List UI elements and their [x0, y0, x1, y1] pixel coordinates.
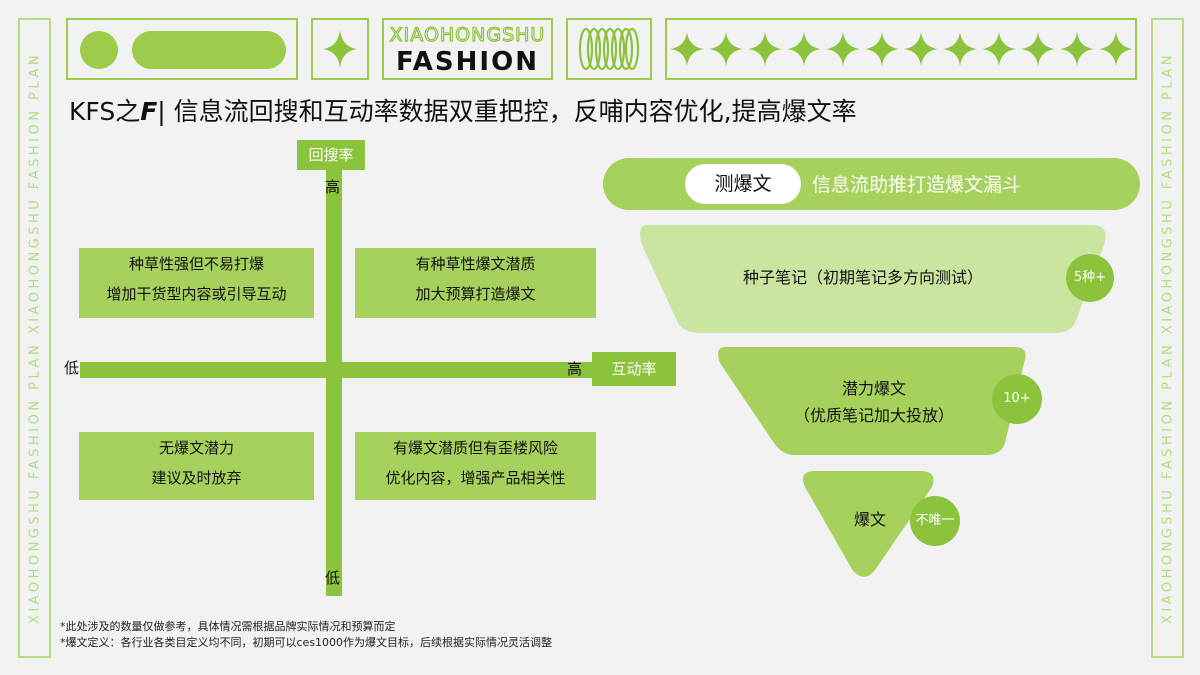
- sparkle-icon: [787, 32, 821, 66]
- funnel-level-3-shape: [802, 471, 934, 577]
- sparkle-icon: [1060, 32, 1094, 66]
- funnel-level-2-shape: [718, 347, 1026, 455]
- header-dot-decoration: [80, 31, 118, 69]
- sparkle-row-icon: [670, 32, 1133, 66]
- quadrant-bottom-right: 有爆文潜质但有歪楼风险 优化内容，增强产品相关性: [355, 432, 596, 500]
- sparkle-icon: [1099, 32, 1133, 66]
- right-banner-text: XIAOHONGSHU FASHION PLAN XIAOHONGSHU FAS…: [1160, 51, 1175, 625]
- x-axis-label: 互动率: [592, 352, 676, 386]
- quadrant-bottom-left-line2: 建议及时放弃: [151, 469, 242, 487]
- x-axis-high: 高: [567, 360, 583, 378]
- sparkle-icon: [943, 32, 977, 66]
- brand-line1: XIAOHONGSHU: [389, 23, 546, 46]
- left-banner-text: XIAOHONGSHU FASHION PLAN XIAOHONGSHU FAS…: [27, 51, 42, 625]
- y-axis-low: 低: [325, 569, 341, 587]
- sparkle-icon: [865, 32, 899, 66]
- funnel-level-3-label: 爆文: [835, 506, 905, 533]
- sparkle-icon: [709, 32, 743, 66]
- brand-line2: FASHION: [396, 47, 539, 77]
- sparkle-icon: [826, 32, 860, 66]
- right-side-banner: XIAOHONGSHU FASHION PLAN XIAOHONGSHU FAS…: [1151, 18, 1184, 658]
- y-axis-label: 回搜率: [297, 140, 365, 170]
- quadrant-bottom-right-line1: 有爆文潜质但有歪楼风险: [392, 439, 558, 457]
- header-pill-decoration: [132, 31, 286, 69]
- funnel-shapes: [640, 225, 1106, 577]
- funnel-header: 测爆文 信息流助推打造爆文漏斗: [603, 158, 1140, 210]
- funnel-level-2-line2: （优质笔记加大投放）: [793, 406, 954, 425]
- quadrant-top-left-line1: 种草性强但不易打爆: [128, 255, 264, 273]
- footnote-2: *爆文定义：各行业各类目定义均不同，初期可以ces1000作为爆文目标，后续根据…: [60, 636, 553, 649]
- page-title: KFS之F| 信息流回搜和互动率数据双重把控，反哺内容优化,提高爆文率: [69, 92, 857, 128]
- funnel-level-3-badge: 不唯一: [910, 496, 960, 546]
- rings-icon: [578, 27, 640, 71]
- sparkle-icon: [748, 32, 782, 66]
- title-rest: | 信息流回搜和互动率数据双重把控，反哺内容优化,提高爆文率: [157, 97, 857, 126]
- funnel-header-pill: 测爆文: [685, 164, 801, 204]
- funnel-level-2-label: 潜力爆文 （优质笔记加大投放）: [774, 375, 974, 429]
- header-sparkles-box: [665, 18, 1137, 80]
- left-side-banner: XIAOHONGSHU FASHION PLAN XIAOHONGSHU FAS…: [18, 18, 51, 658]
- funnel-level-1-shape: [640, 225, 1106, 333]
- sparkle-icon: [1021, 32, 1055, 66]
- header-rings-box: [566, 18, 652, 80]
- funnel-level-1-label: 种子笔记（初期笔记多方向测试）: [680, 264, 1046, 291]
- sparkle-icon: [323, 30, 357, 68]
- x-axis-low: 低: [64, 359, 80, 377]
- footnote-1: *此处涉及的数量仅做参考，具体情况需根据品牌实际情况和预算而定: [60, 620, 396, 633]
- brand-box: XIAOHONGSHU FASHION: [382, 18, 553, 80]
- funnel-level-1-line1: 种子笔记（初期笔记多方向测试）: [742, 268, 983, 287]
- y-axis-bar: [326, 168, 342, 596]
- funnel-level-2-line1: 潜力爆文: [841, 379, 906, 398]
- quadrant-top-right-line1: 有种草性爆文潜质: [415, 255, 536, 273]
- funnel-level-3-line1: 爆文: [853, 510, 886, 529]
- title-prefix: KFS之: [69, 97, 141, 126]
- sparkle-icon: [670, 32, 704, 66]
- quadrant-bottom-right-line2: 优化内容，增强产品相关性: [385, 469, 566, 487]
- funnel-header-text: 信息流助推打造爆文漏斗: [812, 174, 1022, 196]
- funnel-level-1-badge: 5种+: [1066, 254, 1114, 302]
- y-axis-high: 高: [325, 178, 341, 196]
- funnel-level-2-badge: 10+: [992, 374, 1042, 424]
- header-star-box: [311, 18, 369, 80]
- x-axis-bar: [80, 362, 592, 378]
- quadrant-top-right-line2: 加大预算打造爆文: [415, 285, 536, 303]
- header-pill-box: [66, 18, 298, 80]
- sparkle-icon: [904, 32, 938, 66]
- quadrant-bottom-left-line1: 无爆文潜力: [158, 439, 234, 457]
- quadrant-top-left-line2: 增加干货型内容或引导互动: [106, 285, 287, 303]
- quadrant-top-right: 有种草性爆文潜质 加大预算打造爆文: [355, 248, 596, 318]
- title-letter: F: [140, 97, 158, 126]
- quadrant-top-left: 种草性强但不易打爆 增加干货型内容或引导互动: [79, 248, 314, 318]
- sparkle-icon: [982, 32, 1016, 66]
- quadrant-bottom-left: 无爆文潜力 建议及时放弃: [79, 432, 314, 500]
